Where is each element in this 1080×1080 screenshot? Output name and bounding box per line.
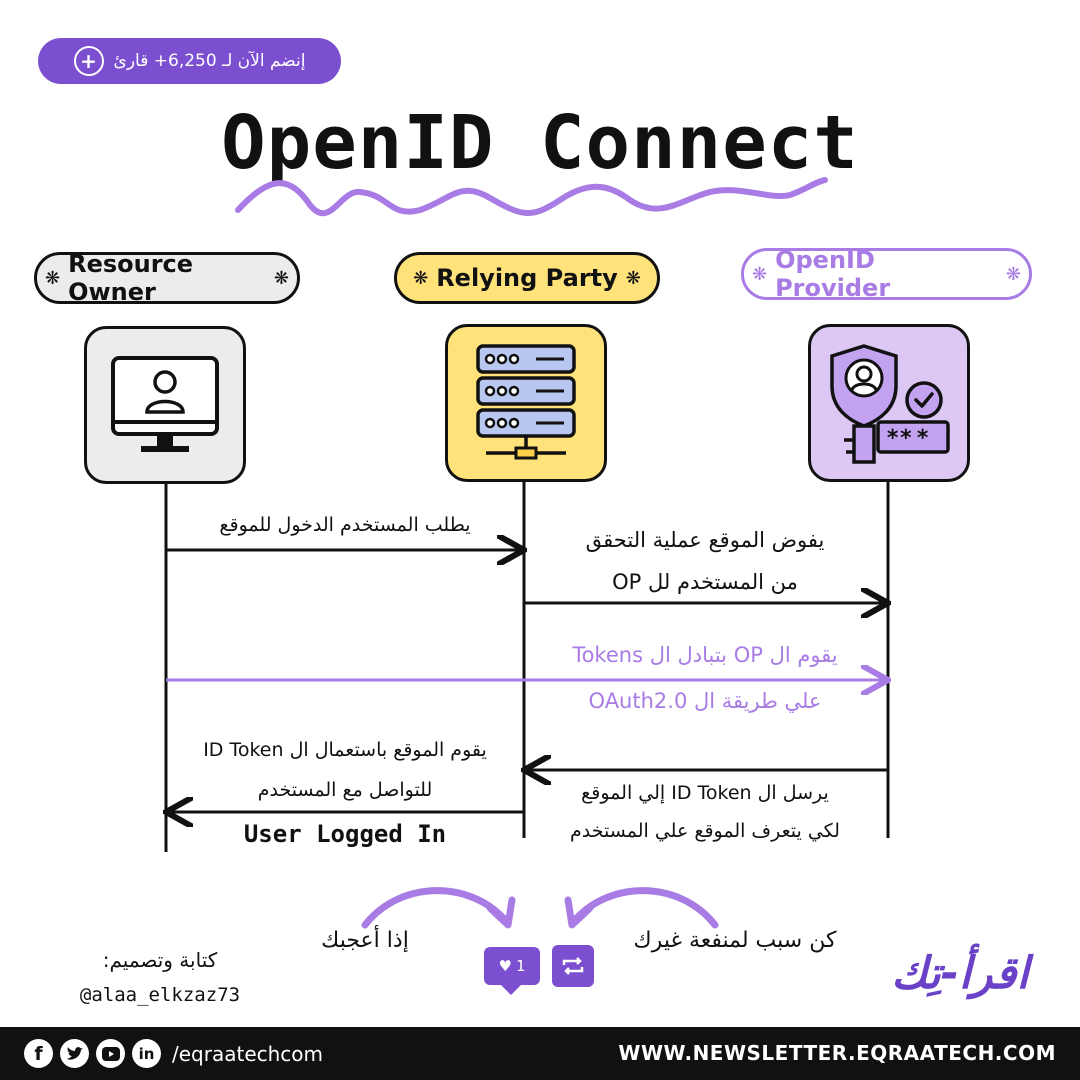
- like-tail: [500, 984, 522, 995]
- star-icon: ❋: [413, 267, 429, 289]
- social-handle[interactable]: /eqraatechcom: [172, 1041, 324, 1066]
- credit-handle: @alaa_elkzaz73: [79, 984, 241, 1006]
- actor-label: Relying Party: [436, 264, 618, 292]
- be-cause-text: كن سبب لمنفعة غيرك: [633, 928, 837, 953]
- svg-text:*: *: [916, 426, 929, 451]
- message-delegate-line1: يفوض الموقع عملية التحقق: [585, 528, 825, 552]
- message-token-line2: علي طريقة ال OAuth2.0: [588, 689, 822, 713]
- message-token-line1: يقوم ال OP بتبادل ال Tokens: [572, 643, 838, 667]
- message-delegate-line2: من المستخدم لل OP: [612, 570, 798, 594]
- message-use-token-line1: يقوم الموقع باستعمال ال ID Token: [203, 739, 487, 761]
- if-liked-text: إذا أعجبك: [321, 928, 409, 953]
- message-send-token-line1: يرسل ال ID Token إلي الموقع: [581, 782, 829, 804]
- squiggle-underline: [235, 177, 828, 217]
- like-button[interactable]: ♥ 1: [484, 947, 540, 985]
- eqraatech-logo: اقرأ-تِك: [891, 948, 1029, 999]
- repost-button[interactable]: [552, 945, 594, 987]
- message-request-login: يطلب المستخدم الدخول للموقع: [219, 514, 471, 536]
- credit-label: كتابة وتصميم:: [102, 948, 218, 972]
- page-title: OpenID Connect: [221, 100, 859, 186]
- repost-icon: [562, 957, 584, 975]
- actor-resource-owner: ❋ Resource Owner ❋: [34, 250, 300, 306]
- actor-label: OpenID Provider: [775, 246, 891, 302]
- shield-key-icon: ** *: [808, 324, 970, 482]
- star-icon: ❋: [45, 267, 61, 289]
- svg-text:**: **: [886, 426, 913, 451]
- server-rack-icon: [445, 324, 607, 482]
- star-icon: ❋: [273, 267, 289, 289]
- actor-relying-party: ❋ Relying Party ❋: [394, 252, 660, 304]
- star-icon: ❋: [1005, 263, 1021, 285]
- join-readers-button[interactable]: إنضم الآن لـ 6,250+ قارئ +: [38, 38, 341, 84]
- actor-openid-provider: ❋ OpenID Provider ❋: [741, 246, 1032, 302]
- linkedin-icon[interactable]: in: [132, 1039, 161, 1068]
- facebook-icon[interactable]: f: [24, 1039, 53, 1068]
- monitor-user-icon: [84, 326, 246, 484]
- message-use-token-line2: للتواصل مع المستخدم: [257, 779, 433, 801]
- heart-icon: ♥: [498, 957, 512, 975]
- social-icons: f in /eqraatechcom: [24, 1039, 323, 1068]
- twitter-icon[interactable]: [60, 1039, 89, 1068]
- plus-icon: +: [73, 46, 104, 76]
- join-label: إنضم الآن لـ 6,250+ قارئ: [113, 51, 306, 71]
- message-send-token-line2: لكي يتعرف الموقع علي المستخدم: [570, 820, 840, 842]
- star-icon: ❋: [625, 267, 641, 289]
- youtube-icon[interactable]: [96, 1039, 125, 1068]
- user-logged-in-label: User Logged In: [243, 820, 447, 848]
- newsletter-link[interactable]: WWW.NEWSLETTER.EQRAATECH.COM: [618, 1041, 1056, 1065]
- bottom-bar: f in /eqraatechcom WWW.NEWSLETTER.EQRAAT…: [0, 1027, 1080, 1080]
- actor-label: Resource Owner: [68, 250, 194, 306]
- curved-arrows: [361, 887, 719, 929]
- star-icon: ❋: [752, 263, 768, 285]
- like-count: 1: [515, 957, 526, 975]
